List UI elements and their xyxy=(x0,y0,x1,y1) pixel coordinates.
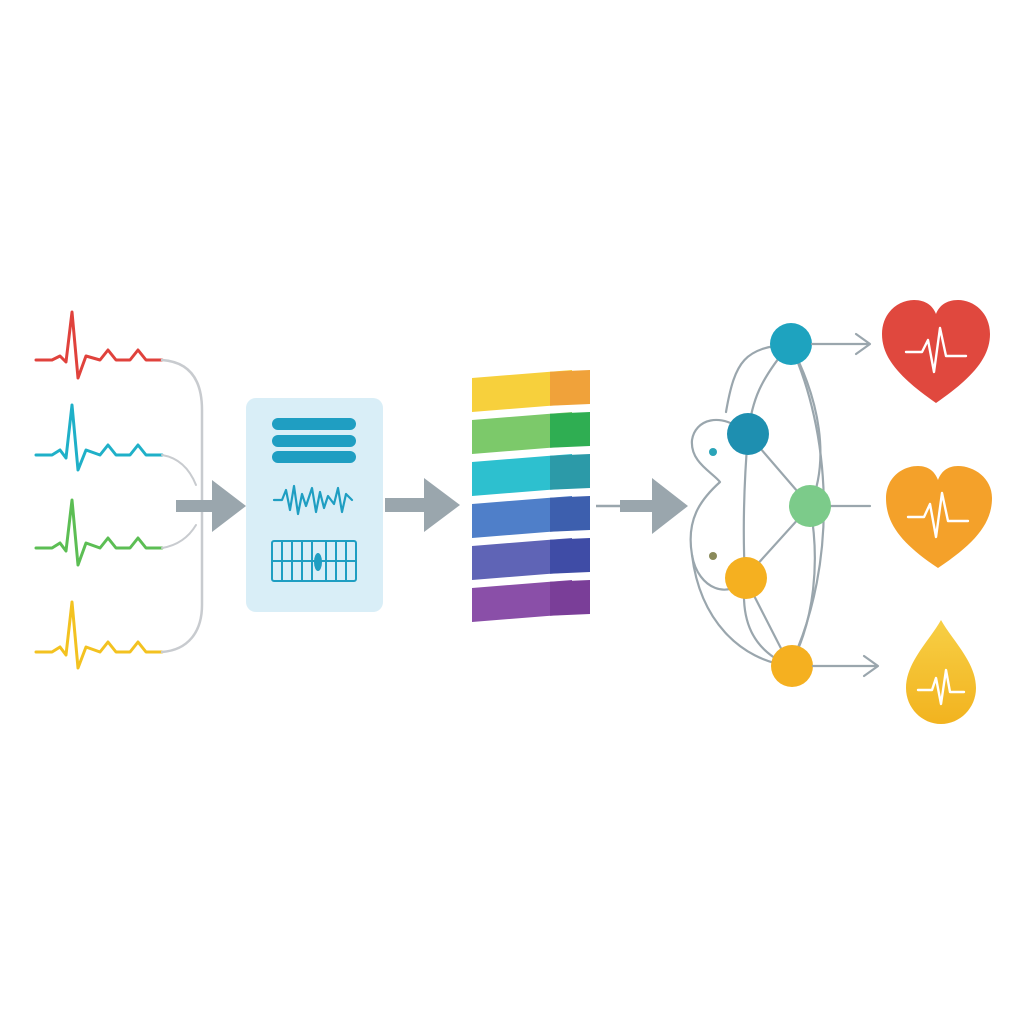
preprocess-panel xyxy=(246,398,383,612)
network-edges xyxy=(689,342,872,668)
layer-green-side xyxy=(550,412,590,448)
ecg-lead-teal xyxy=(34,403,164,472)
feature-layer-stack xyxy=(472,370,590,622)
layer-teal-front xyxy=(472,454,572,496)
layer-blue-side xyxy=(550,496,590,532)
layer-purple-front xyxy=(472,580,572,622)
layer-yellow xyxy=(472,370,590,412)
layer-green-front xyxy=(472,412,572,454)
outputs xyxy=(882,300,992,724)
layer-indigo-front xyxy=(472,538,572,580)
arrow-icon xyxy=(385,478,460,532)
heart-orange-icon xyxy=(886,466,992,568)
input-signals xyxy=(34,310,164,670)
ecg-lead-yellow xyxy=(34,600,164,670)
node-teal-mid xyxy=(727,413,769,455)
layer-blue xyxy=(472,496,590,538)
arrow-preprocess-to-features xyxy=(385,478,460,532)
small-dot xyxy=(709,448,717,456)
layer-purple-side xyxy=(550,580,590,616)
layer-green xyxy=(472,412,590,454)
green-connector xyxy=(161,524,197,549)
ecg-lead-green xyxy=(34,498,164,567)
node-orange-mid xyxy=(725,557,767,599)
layer-teal xyxy=(472,454,590,496)
layer-blue-front xyxy=(472,496,572,538)
layer-teal-side xyxy=(550,454,590,490)
arrow-icon xyxy=(620,478,688,534)
spectrogram-grid-icon xyxy=(271,540,357,582)
arrow-icon xyxy=(176,480,246,532)
node-green xyxy=(789,485,831,527)
ecg-lead-red xyxy=(34,310,164,380)
small-dot xyxy=(709,552,717,560)
menu-lines-icon xyxy=(272,418,356,463)
waveform-icon xyxy=(272,484,354,516)
layer-yellow-side xyxy=(550,370,590,406)
layer-indigo-side xyxy=(550,538,590,574)
node-orange-bottom xyxy=(771,645,813,687)
arrow-icon xyxy=(811,654,880,678)
arrow-icon xyxy=(810,332,872,356)
layer-purple xyxy=(472,580,590,622)
arrow-input-to-preprocess xyxy=(176,480,246,532)
teal-connector xyxy=(161,454,197,486)
heart-red-icon xyxy=(882,300,990,403)
node-teal-top xyxy=(770,323,812,365)
layer-yellow-front xyxy=(472,370,572,412)
drop-yellow-icon xyxy=(906,620,976,724)
neural-network xyxy=(689,323,880,687)
output-arrows xyxy=(810,332,880,678)
layer-indigo xyxy=(472,538,590,580)
arrow-features-to-network xyxy=(596,478,688,534)
